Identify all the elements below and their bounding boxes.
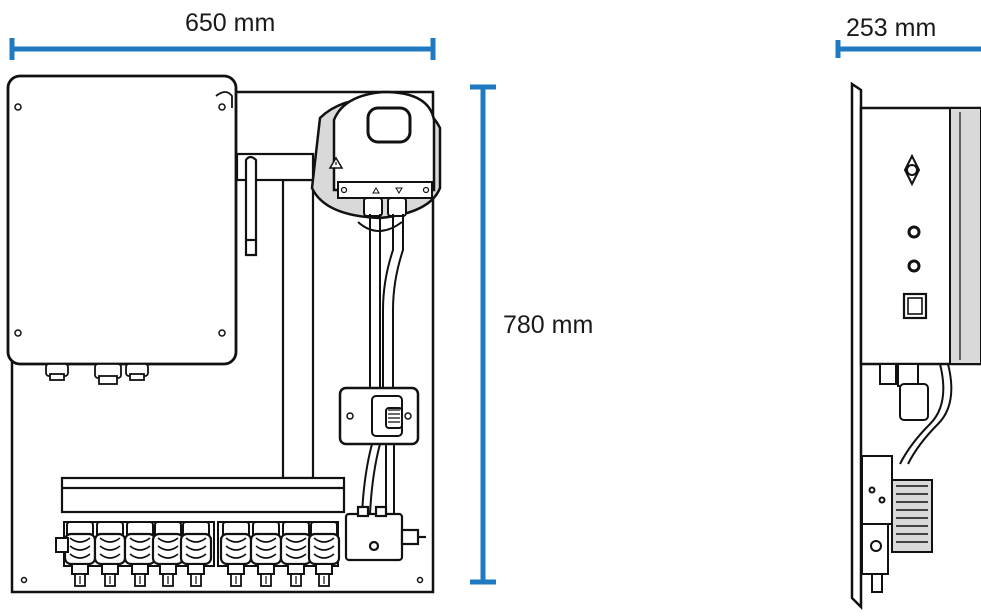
side-view-control-box <box>859 106 981 366</box>
depth-dimension-label: 253 mm <box>846 14 937 42</box>
outlet-manifold <box>344 505 426 562</box>
depth-dimension-line <box>835 40 981 58</box>
cable-handle <box>244 155 258 257</box>
width-dimension-line <box>9 38 436 60</box>
up-arrow-icon <box>372 187 380 194</box>
height-dimension-label: 780 mm <box>503 311 594 339</box>
control-box <box>6 74 238 385</box>
height-dimension-line <box>470 84 496 585</box>
controller-head <box>310 90 442 232</box>
sample-tubes <box>369 214 404 390</box>
width-dimension-label: 650 mm <box>185 9 276 37</box>
warning-triangle-icon <box>328 156 344 169</box>
down-arrow-icon <box>395 187 403 194</box>
side-view-plate <box>850 81 863 611</box>
flow-sensor <box>338 386 420 446</box>
side-view-lower-assembly <box>861 363 953 593</box>
solenoid-valve-row <box>55 520 341 588</box>
